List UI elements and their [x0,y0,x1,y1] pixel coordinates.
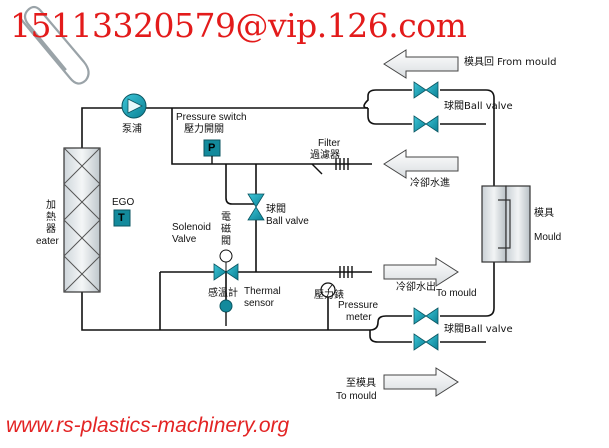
thermal-label: Thermal [244,286,281,297]
footer-url[interactable]: www.rs-plastics-machinery.org [6,414,290,437]
ball-valve-mid-label: Ball valve [266,216,309,227]
ball-valve-bottom-label: 球閥Ball valve [444,324,513,335]
heater-cn-3: 器 [46,224,56,235]
solenoid-valve-icon [213,249,239,281]
mould-cn-label: 模具 [534,208,554,219]
ball-valve-bottom-2-icon [413,333,439,351]
from-mould-label: 模具回 From mould [464,57,557,68]
arrow-to-mould [383,367,459,397]
piping [81,89,495,343]
solenoid-cn-2: 磁 [221,224,231,235]
ball-valve-bottom-1-icon [413,307,439,325]
pump-label: 泵浦 [122,124,142,135]
ego-thermostat-icon [113,209,131,227]
ball-valve-top-label: 球閥Ball valve [444,101,513,112]
arrow-cooling-in [383,149,459,179]
pressure-gauge-icon [320,282,336,298]
to-mould-right-label: To mould [436,288,477,299]
pressure-label: Pressure [338,300,379,311]
ball-valve-top-2-icon [413,115,439,133]
heater-cn-1: 加 [46,200,56,211]
pressure-meter-cn-label: 壓力錶 [314,290,344,301]
solenoid-cn-3: 閥 [221,236,231,247]
pressure-switch-symbol: P [208,142,216,154]
arrow-cooling-out [383,257,459,287]
sensor-label: sensor [244,298,275,309]
to-mould-bottom-label: To mould [336,391,377,402]
pressure-switch-label: Pressure switch [176,112,247,123]
heater-en-label: eater [36,236,59,247]
thermometer-cn-label: 感溫計 [208,288,238,299]
header-email: 15113320579@vip.126.com [10,6,467,45]
mould-en-label: Mould [534,232,562,243]
paperclip-icon [19,5,90,85]
meter-label: meter [346,312,372,323]
arrow-from-mould [383,49,459,79]
heater-icon [63,147,101,293]
filter-label: Filter [318,138,341,149]
to-mould-cn-label: 至模具 [346,378,376,389]
solenoid-label: Solenoid [172,222,211,233]
cooling-water-in-label: 冷卻水進 [410,178,450,189]
cooling-water-out-label: 冷卻水出 [396,282,436,293]
pressure-switch-cn-label: 壓力開關 [184,124,224,135]
filter-symbol [311,158,349,175]
filter-cn-label: 過濾器 [310,150,340,161]
heater-cn-2: 熱 [46,212,56,223]
solenoid-cn-1: 電 [221,212,231,223]
ego-symbol: T [118,212,125,224]
thermometer-icon [219,299,233,326]
ball-valve-top-1-icon [413,81,439,99]
outlet-hatch [339,266,353,278]
ball-valve-mid-cn-label: 球閥 [266,204,286,215]
ego-label: EGO [112,197,135,208]
pump-icon [121,93,147,119]
mould-icon [481,185,531,263]
ball-valve-mid-icon [247,193,265,221]
valve-label: Valve [172,234,197,245]
